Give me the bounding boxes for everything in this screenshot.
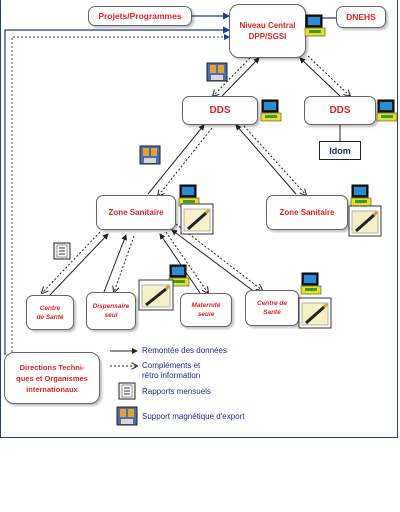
computer-icon: [376, 99, 398, 122]
signing-document-icon: [138, 279, 174, 311]
dnehs-box: DNEHS: [336, 6, 386, 28]
arrow-centre2-zoneleft: [171, 229, 257, 294]
zone-sanitaire-left-box: Zone Sanitaire: [96, 195, 176, 230]
dispensaire-line2: seul: [104, 312, 118, 319]
zone-right-label: Zone Sanitaire: [279, 208, 335, 217]
dotted-central-ddsright: [307, 55, 350, 96]
diagram-frame: [0, 0, 398, 438]
monthly-report-icon: [53, 242, 71, 260]
directions-box: Directions Techni- ques et Organismes in…: [4, 352, 100, 404]
niveau-central-box: Niveau Central DPP/SGSI: [229, 4, 306, 58]
dds-right-box: DDS: [304, 96, 376, 125]
magnetic-support-icon: [206, 62, 228, 82]
dotted-ddsleft-zoneright: [243, 125, 306, 195]
arrow-ddsleft-central: [221, 57, 260, 97]
dds-left-box: DDS: [182, 96, 258, 125]
legend-support: Support magnétique d'export: [142, 412, 244, 422]
legend-complements: Compléments et rétro information: [142, 361, 200, 381]
line-directions-central: [4, 26, 231, 355]
centre-sante-2-line2: Santé: [263, 309, 281, 316]
niveau-central-label: Niveau Central: [239, 21, 296, 30]
legend-complements-line1: Compléments et: [142, 361, 201, 370]
idom-box: Idom: [319, 141, 361, 160]
arrow-ddsright-central: [299, 57, 341, 97]
arrow-zoneright-ddsleft: [235, 124, 297, 195]
projets-programmes-box: Projets/Programmes: [88, 6, 192, 26]
legend-remontee-text: Remontée des données: [142, 346, 227, 355]
computer-icon: [304, 14, 326, 37]
arrow-maternite-zoneleft: [159, 233, 201, 294]
directions-line3: internationaux: [26, 384, 78, 394]
maternite-line1: Maternité: [191, 302, 221, 309]
monthly-report-icon: [118, 382, 136, 400]
computer-icon: [178, 184, 200, 207]
maternite-box: Maternité seule: [180, 293, 232, 327]
centre-sante-2-box: Centre de Santé: [245, 290, 299, 326]
centre-sante-2-line1: Centre de: [257, 300, 287, 307]
dotted-directions-central: [11, 34, 230, 352]
computer-icon: [168, 264, 190, 287]
idom-label: Idom: [329, 145, 351, 156]
zone-left-label: Zone Sanitaire: [108, 208, 164, 217]
directions-line2: ques et Organismes: [16, 373, 88, 383]
centre-sante-1-box: Centre de Santé: [26, 295, 74, 330]
computer-icon: [260, 99, 282, 122]
dotted-zoneleft-maternite: [165, 231, 208, 293]
legend-support-text: Support magnétique d'export: [142, 412, 245, 421]
centre-sante-1-line1: Centre: [39, 304, 61, 312]
legend-remontee: Remontée des données: [142, 346, 227, 356]
arrow-dispensaire-zoneleft: [103, 234, 127, 293]
dnehs-label: DNEHS: [346, 12, 376, 22]
dpp-sgsi-label: DPP/SGSI: [248, 32, 287, 41]
dotted-zoneleft-centre1: [42, 231, 101, 293]
dotted-central-ddsleft: [213, 57, 251, 96]
dds-right-label: DDS: [329, 105, 351, 116]
maternite-line2: seule: [197, 311, 215, 318]
zone-sanitaire-right-box: Zone Sanitaire: [266, 195, 348, 230]
signing-document-icon: [348, 205, 382, 237]
dotted-ddsleft-zoneleft: [158, 127, 213, 196]
legend-rapports-text: Rapports mensuels: [142, 387, 211, 396]
magnetic-support-icon: [116, 406, 138, 426]
legend-rapports: Rapports mensuels: [142, 387, 211, 397]
dotted-zoneleft-dispensaire: [114, 235, 135, 292]
directions-line1: Directions Techni-: [19, 362, 85, 372]
legend-complements-line2: rétro information: [142, 371, 201, 380]
dispensaire-box: Dispensaire seul: [86, 292, 136, 330]
dispensaire-line1: Dispensaire: [92, 303, 130, 310]
computer-icon: [350, 184, 372, 207]
computer-icon: [300, 272, 322, 295]
signing-document-icon: [180, 203, 214, 235]
dds-left-label: DDS: [209, 105, 231, 116]
magnetic-support-icon: [139, 145, 161, 165]
projets-label: Projets/Programmes: [98, 11, 182, 21]
centre-sante-1-line2: de Santé: [36, 313, 64, 321]
signing-document-icon: [298, 297, 332, 329]
arrow-zoneleft-ddsleft: [147, 124, 205, 195]
arrow-centre1-zoneleft: [49, 233, 109, 296]
